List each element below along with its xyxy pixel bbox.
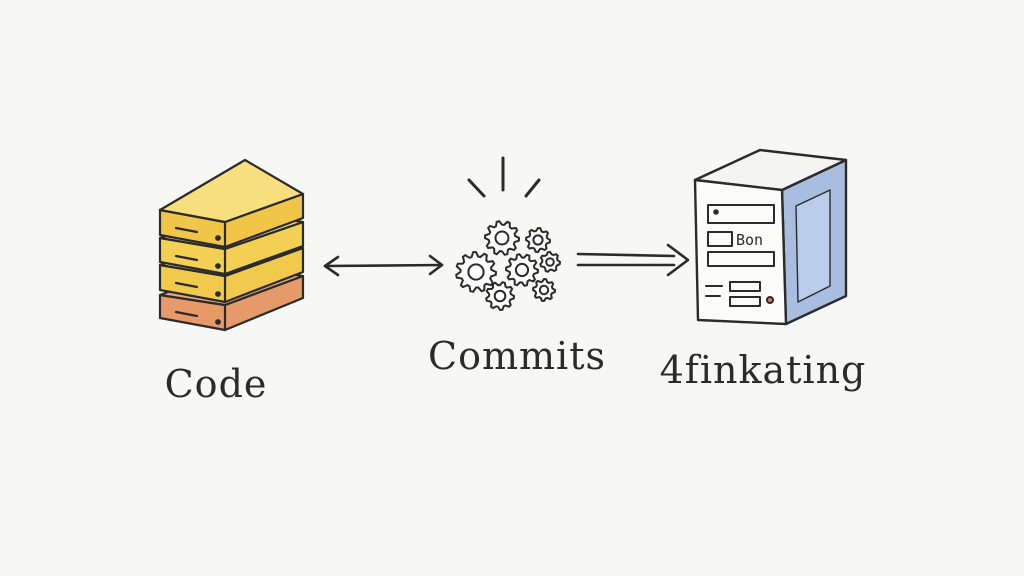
- burst-lines: [467, 156, 541, 198]
- drive-layer-yellow-1: [158, 158, 305, 249]
- gear-hub-6: [493, 289, 507, 303]
- stacked-drives-icon: [158, 158, 305, 332]
- gear-hub-2: [532, 234, 544, 246]
- node-label-server: 4finkating: [659, 348, 867, 392]
- server-tower-icon: Bon: [693, 148, 848, 326]
- gear-hub-1: [494, 230, 510, 246]
- server-panel-text: Bon: [736, 231, 763, 249]
- node-label-commits: Commits: [428, 334, 606, 378]
- gear-hub-4: [514, 262, 530, 278]
- gear-hub-5: [545, 257, 555, 267]
- gear-hub-7: [538, 284, 550, 296]
- gear-hub-3: [467, 263, 485, 281]
- bidirectional-arrow: [323, 254, 444, 277]
- double-line-arrow: [576, 243, 690, 277]
- node-label-code: Code: [164, 362, 268, 406]
- gears-icon: [455, 156, 562, 312]
